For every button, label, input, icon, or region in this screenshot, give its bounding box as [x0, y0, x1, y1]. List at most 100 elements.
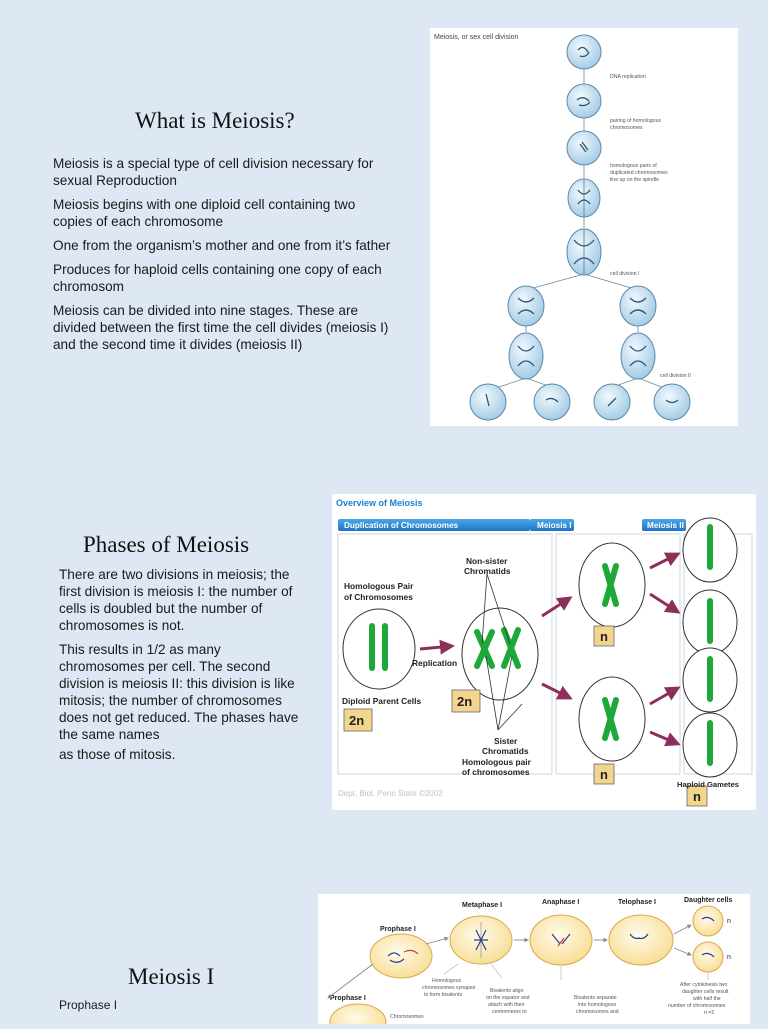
- svg-text:Chromatids: Chromatids: [482, 746, 529, 756]
- svg-text:homologous pairs of: homologous pairs of: [610, 163, 657, 169]
- badge-n-top: [593, 625, 615, 647]
- svg-text:n: n: [727, 918, 731, 925]
- cell-stage-6a: [507, 285, 545, 327]
- svg-text:with half the: with half the: [693, 996, 721, 1002]
- svg-text:of Chromosomes: of Chromosomes: [344, 592, 413, 602]
- slide-phases-of-meiosis: Phases of Meiosis There are two division…: [0, 470, 768, 830]
- overview-figure-title: Overview of Meiosis: [336, 498, 423, 508]
- meiosis-1-stages-illustration: Metaphase I Anaphase I Telophase I Daugh…: [327, 897, 732, 1029]
- svg-text:chromosomes and: chromosomes and: [576, 1009, 619, 1015]
- svg-text:of chromosomes: of chromosomes: [462, 767, 530, 777]
- svg-text:DNA replication: DNA replication: [610, 74, 646, 80]
- slide2-paragraph-list: There are two divisions in meiosis; the …: [59, 566, 299, 770]
- svg-text:number of chromosomes: number of chromosomes: [668, 1003, 726, 1009]
- svg-text:on the equator and: on the equator and: [486, 995, 530, 1001]
- cell-stage-2: [566, 83, 602, 119]
- overview-of-meiosis-figure: Overview of Meiosis Duplication of Chrom…: [332, 494, 756, 810]
- svg-text:Chromosomes: Chromosomes: [390, 1014, 424, 1020]
- svg-text:Bivalents separate: Bivalents separate: [574, 995, 617, 1001]
- svg-text:n: n: [600, 767, 608, 782]
- cell-stage-1: [566, 34, 602, 70]
- svg-text:Haploid Gametes: Haploid Gametes: [677, 780, 739, 789]
- meiosis-figure-title: Meiosis, or sex cell division: [434, 34, 519, 41]
- svg-text:n: n: [600, 629, 608, 644]
- cell-stage-7b: [620, 332, 656, 380]
- daughter-cell-bottom: [692, 941, 724, 973]
- svg-text:Sister: Sister: [494, 736, 518, 746]
- svg-text:duplicated chromosomes: duplicated chromosomes: [610, 170, 668, 176]
- header-duplication: Duplication of Chromosomes: [344, 521, 459, 530]
- header-meiosis-2: Meiosis II: [647, 521, 684, 530]
- diploid-parent-cell: [342, 608, 416, 690]
- cell-anaphase: [529, 914, 593, 966]
- slide1-bullet-list: Meiosis is a special type of cell divisi…: [53, 155, 398, 360]
- svg-text:line up on the spindle: line up on the spindle: [610, 177, 659, 183]
- meiosis-cell-division-figure: Meiosis, or sex cell division: [430, 28, 738, 426]
- slide3-bullet-list: Prophase I: [59, 997, 299, 1021]
- slide2-paragraph: There are two divisions in meiosis; the …: [59, 567, 293, 633]
- overview-of-meiosis-illustration: Overview of Meiosis Duplication of Chrom…: [336, 498, 753, 807]
- svg-text:n: n: [693, 789, 701, 804]
- figure-credit: Dept. Biol. Penn State ©2002: [338, 789, 443, 798]
- header-meiosis-1: Meiosis I: [537, 521, 572, 530]
- svg-text:daughter cells result: daughter cells result: [682, 989, 729, 995]
- badge-n-bottom: [593, 763, 615, 785]
- cell-stage-3: [566, 130, 602, 166]
- replicated-cell: [461, 607, 539, 701]
- svg-text:attach with their: attach with their: [488, 1002, 525, 1008]
- slide1-title: What is Meiosis?: [135, 108, 295, 133]
- slide1-bullet: Meiosis can be divided into nine stages.…: [53, 303, 389, 352]
- slide2-paragraph: as those of mitosis.: [59, 747, 176, 762]
- slide2-title: Phases of Meiosis: [83, 532, 250, 557]
- label-telophase: Telophase I: [618, 899, 656, 906]
- cell-prophase: [369, 933, 433, 979]
- daughter-cell-top: [692, 905, 724, 937]
- label-prophase-top: Prophase I: [380, 926, 416, 933]
- slide-what-is-meiosis: What is Meiosis? Meiosis is a special ty…: [0, 0, 768, 450]
- svg-text:Diploid Parent Cells: Diploid Parent Cells: [342, 696, 421, 706]
- slide1-bullet: Meiosis is a special type of cell divisi…: [53, 156, 374, 188]
- svg-text:Homologous Pair: Homologous Pair: [344, 581, 414, 591]
- svg-text:chromosomes synapse: chromosomes synapse: [422, 985, 475, 991]
- meiosis-1-stages-figure: Metaphase I Anaphase I Telophase I Daugh…: [318, 894, 750, 1029]
- cell-telophase: [608, 914, 674, 966]
- svg-text:pairing of homologous: pairing of homologous: [610, 118, 661, 124]
- svg-text:to form bivalents: to form bivalents: [424, 992, 462, 998]
- slide1-bullet: Meiosis begins with one diploid cell con…: [53, 197, 356, 229]
- slide3-title: Meiosis I: [128, 964, 215, 989]
- slide1-bullet: One from the organism’s mother and one f…: [53, 238, 391, 253]
- svg-text:After cytokinesis two: After cytokinesis two: [680, 982, 727, 988]
- svg-text:n =2: n =2: [704, 1010, 714, 1016]
- badge-n-gametes: [686, 785, 708, 807]
- svg-text:Non-sister: Non-sister: [466, 556, 508, 566]
- svg-text:into homologous: into homologous: [578, 1002, 616, 1008]
- slide1-bullet: Produces for haploid cells containing on…: [53, 262, 382, 294]
- label-anaphase: Anaphase I: [542, 899, 579, 906]
- svg-text:Bivalents align: Bivalents align: [490, 988, 524, 994]
- cell-stage-6b: [619, 285, 657, 327]
- svg-text:Replication: Replication: [412, 658, 457, 668]
- svg-text:2n: 2n: [349, 713, 364, 728]
- meiosis-cell-division-illustration: Meiosis, or sex cell division: [434, 34, 691, 421]
- cell-prophase-detail: [329, 1003, 387, 1029]
- svg-text:chromosomes: chromosomes: [610, 125, 643, 131]
- svg-text:Homologous: Homologous: [432, 978, 462, 984]
- slide-meiosis-1: Meiosis I Prophase I Metaphase I Anaphas…: [0, 860, 768, 1029]
- svg-text:2n: 2n: [457, 694, 472, 709]
- meiosis-step-labels: DNA replication pairing of homologous ch…: [610, 74, 691, 379]
- svg-text:cell division II: cell division II: [660, 373, 691, 379]
- slide2-paragraph: This results in 1/2 as many chromosomes …: [59, 642, 299, 742]
- badge-2n-replicated: [451, 689, 481, 713]
- meiosis-1-step-notes: Homologous chromosomes synapse to form b…: [390, 978, 729, 1020]
- label-daughter-cells: Daughter cells: [684, 897, 732, 904]
- svg-text:centromeres to: centromeres to: [492, 1009, 527, 1015]
- cell-stage-7a: [508, 332, 544, 380]
- svg-text:Chromatids: Chromatids: [464, 566, 511, 576]
- slide3-bullet: Prophase I: [59, 998, 118, 1012]
- svg-text:n: n: [727, 954, 731, 961]
- label-metaphase: Metaphase I: [462, 902, 502, 909]
- svg-text:cell division I: cell division I: [610, 271, 639, 277]
- label-prophase-left: Prophase I: [330, 995, 366, 1002]
- svg-text:Homologous pair: Homologous pair: [462, 757, 532, 767]
- badge-2n-parent: [343, 708, 373, 732]
